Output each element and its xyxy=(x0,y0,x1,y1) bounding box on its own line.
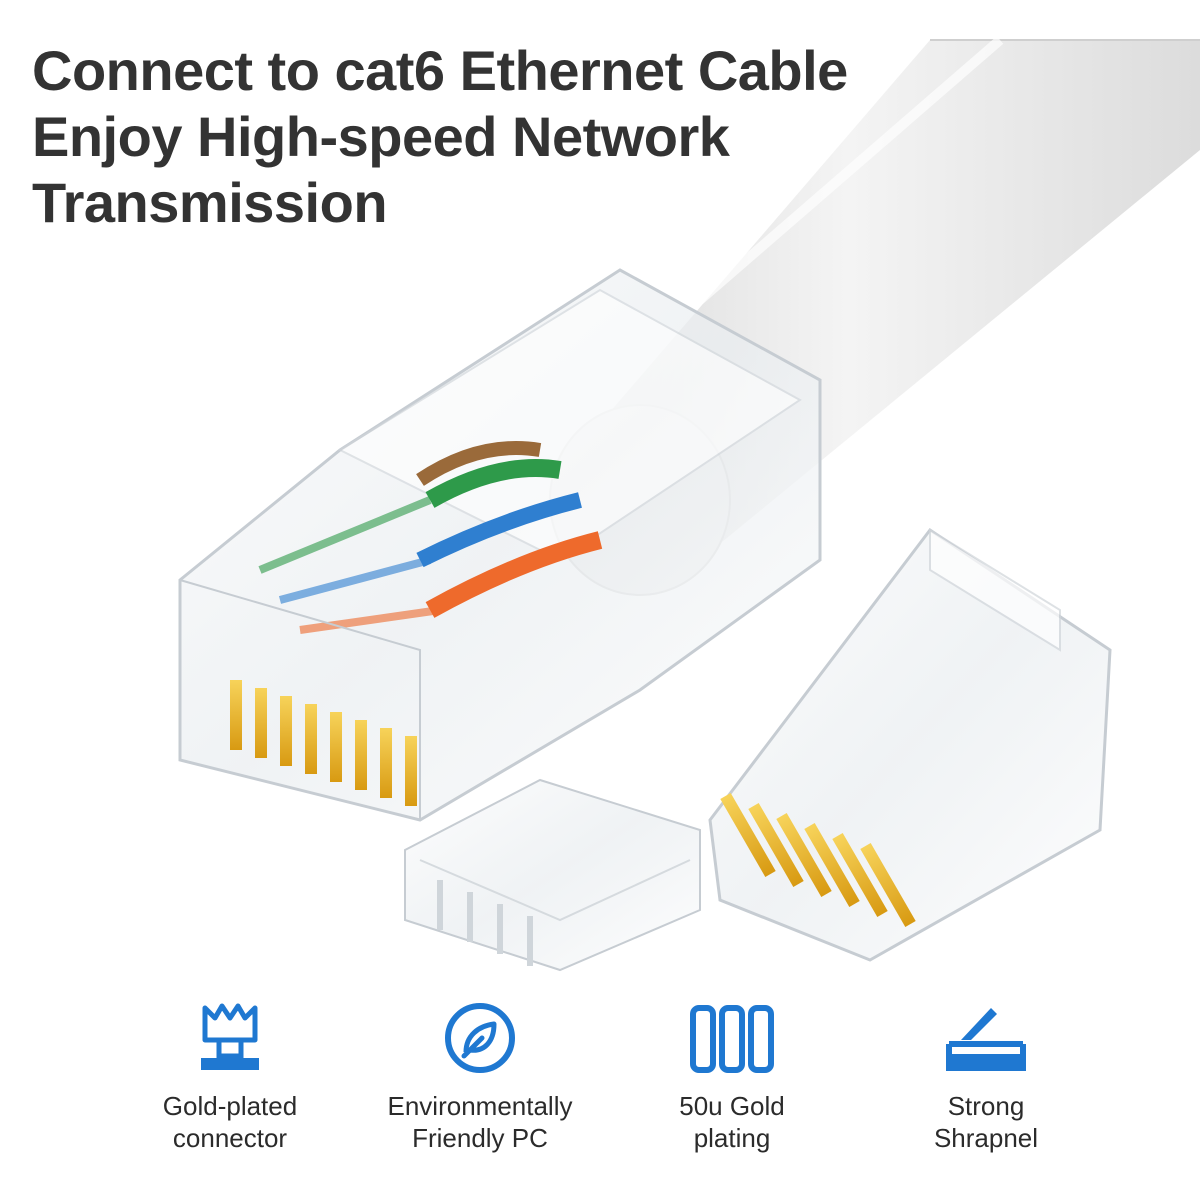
feature-label-line1: 50u Gold xyxy=(679,1091,785,1121)
feature-label-line2: Shrapnel xyxy=(933,1123,1039,1153)
shrapnel-spring-icon xyxy=(946,1008,1026,1071)
crown-connector-icon xyxy=(201,1003,259,1070)
rj45-plug-loose xyxy=(708,527,1112,962)
headline-line-1: Connect to cat6 Ethernet Cable xyxy=(32,39,848,102)
headline-line-2: Enjoy High-speed Network xyxy=(32,105,730,168)
feature-label-line1: Gold-plated xyxy=(162,1091,298,1121)
twisted-pair-wires xyxy=(258,441,603,634)
feature-label-line2: Friendly PC xyxy=(412,1123,548,1153)
feature-eco-friendly: Environmentally Friendly PC xyxy=(360,1000,600,1154)
headline: Connect to cat6 Ethernet Cable Enjoy Hig… xyxy=(32,38,1132,236)
feature-row: Gold-plated connector Environmentally Fr… xyxy=(0,1000,1200,1200)
feature-label-line2: connector xyxy=(172,1123,288,1153)
headline-line-3: Transmission xyxy=(32,171,388,234)
three-bars-icon xyxy=(690,1005,774,1073)
feature-strong-shrapnel: Strong Shrapnel xyxy=(866,1000,1106,1154)
feature-label-line2: plating xyxy=(693,1123,771,1153)
rj45-load-bar xyxy=(404,778,701,972)
gold-contact-pins xyxy=(230,680,417,806)
feature-gold-plated: Gold-plated connector xyxy=(110,1000,350,1154)
rj45-plug-crimped xyxy=(178,268,822,822)
leaf-circle-icon xyxy=(445,1003,515,1073)
feature-gold-plating: 50u Gold plating xyxy=(612,1000,852,1154)
feature-label-line1: Strong xyxy=(947,1091,1025,1121)
feature-label-line1: Environmentally xyxy=(387,1091,573,1121)
gold-contact-pins-loose xyxy=(720,793,916,927)
